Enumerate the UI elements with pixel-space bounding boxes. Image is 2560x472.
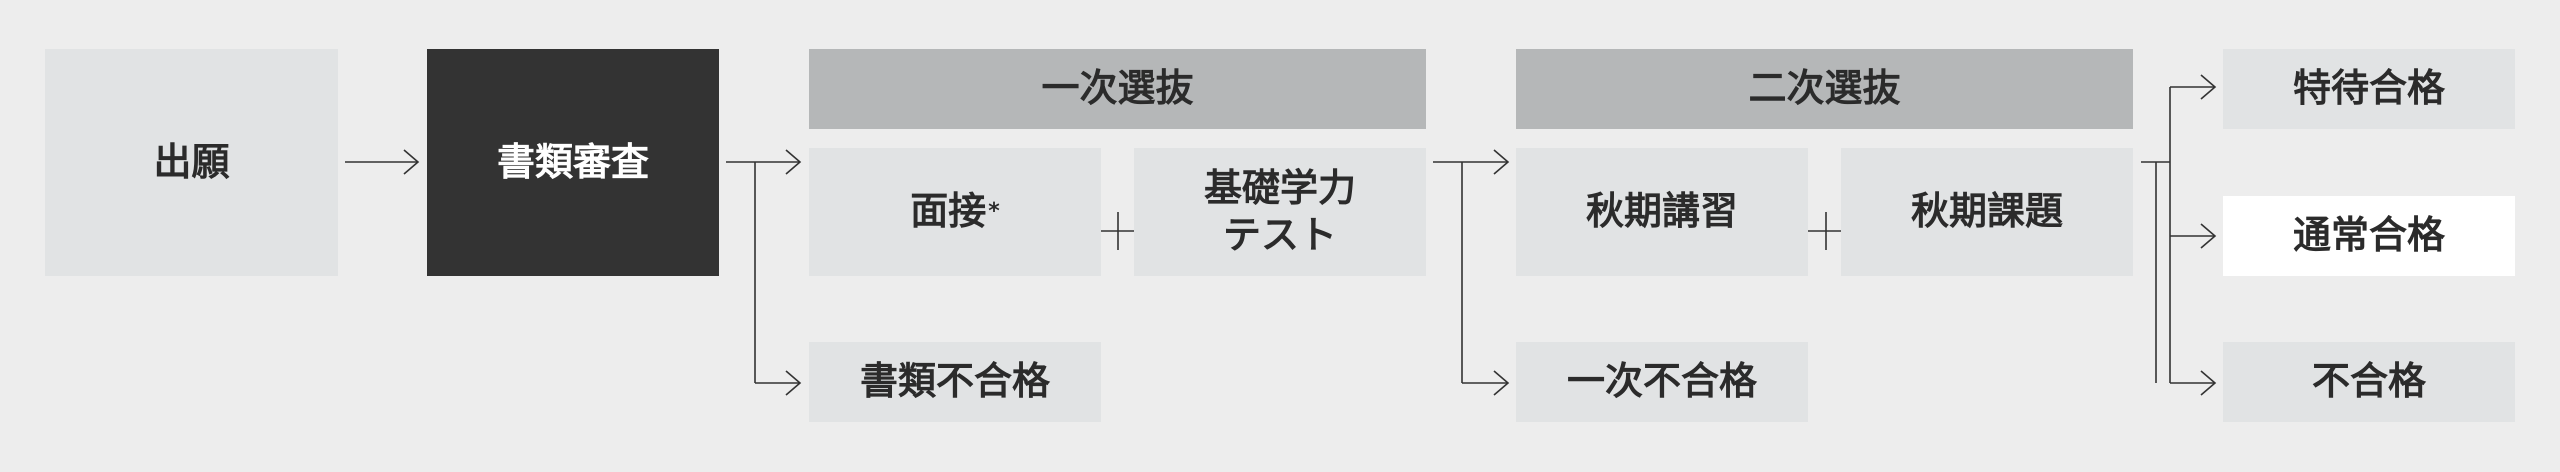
result-special-pass: 特待合格 <box>2223 49 2515 129</box>
result-document-fail-label: 書類不合格 <box>859 359 1050 404</box>
step-document-review: 書類審査 <box>427 49 719 276</box>
result-first-fail: 一次不合格 <box>1516 342 1808 422</box>
step-academic-test: 基礎学力 テスト <box>1134 148 1426 276</box>
step-interview: 面接* <box>809 148 1101 276</box>
interview-note-mark: * <box>988 199 1000 225</box>
second-selection-header-label: 二次選抜 <box>1748 66 1901 111</box>
step-application: 出願 <box>45 49 338 276</box>
result-special-pass-label: 特待合格 <box>2292 66 2445 111</box>
first-selection-header: 一次選抜 <box>809 49 1426 129</box>
step-autumn-course-label: 秋期講習 <box>1585 189 1738 234</box>
step-autumn-course: 秋期講習 <box>1516 148 1808 276</box>
step-document-review-label: 書類審査 <box>496 139 649 184</box>
step-interview-label: 面接 <box>910 189 987 234</box>
result-regular-pass-label: 通常合格 <box>2292 213 2445 258</box>
first-selection-header-label: 一次選抜 <box>1041 66 1194 111</box>
step-autumn-assignment-label: 秋期課題 <box>1910 189 2063 234</box>
result-fail: 不合格 <box>2223 342 2515 422</box>
result-regular-pass: 通常合格 <box>2223 196 2515 276</box>
result-document-fail: 書類不合格 <box>809 342 1101 422</box>
result-first-fail-label: 一次不合格 <box>1566 359 1757 404</box>
second-selection-header: 二次選抜 <box>1516 49 2133 129</box>
step-academic-test-line2: テスト <box>1222 213 1337 257</box>
step-application-label: 出願 <box>153 139 230 184</box>
step-academic-test-line1: 基礎学力 <box>1203 165 1356 210</box>
step-autumn-assignment: 秋期課題 <box>1841 148 2133 276</box>
result-fail-label: 不合格 <box>2311 359 2426 404</box>
